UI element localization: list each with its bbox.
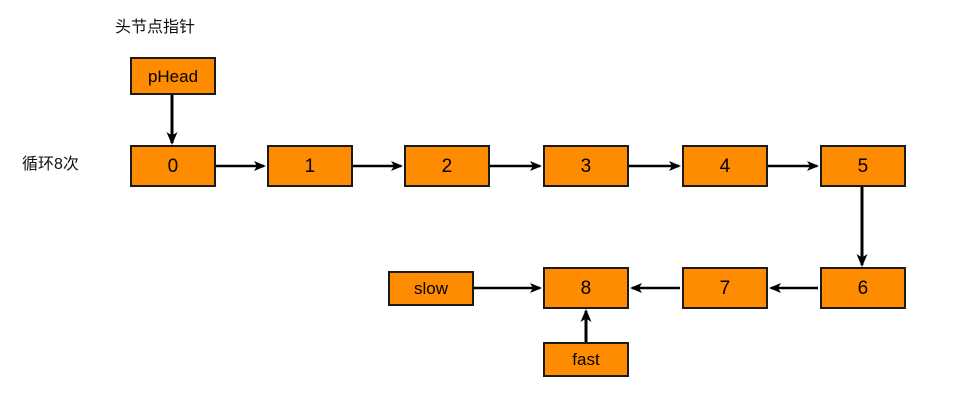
pointer-box-slow[interactable]: slow [388,271,474,306]
list-node-2[interactable]: 2 [404,145,490,187]
list-node-0-label: 0 [167,155,179,177]
pointer-box-phead-label: pHead [147,66,199,86]
list-node-4[interactable]: 4 [682,145,768,187]
pointer-box-fast[interactable]: fast [543,342,629,377]
head-pointer-caption: 头节点指针 [115,19,196,36]
list-node-5[interactable]: 5 [820,145,906,187]
list-node-6[interactable]: 6 [820,267,906,309]
list-node-7[interactable]: 7 [682,267,768,309]
list-node-3-label: 3 [580,155,592,177]
loop-count-caption: 循环8次 [22,156,79,173]
list-node-4-label: 4 [719,155,731,177]
pointer-box-phead[interactable]: pHead [130,57,216,95]
list-node-8-label: 8 [580,277,592,299]
list-node-8[interactable]: 8 [543,267,629,309]
list-node-2-label: 2 [441,155,453,177]
pointer-box-fast-label: fast [572,350,600,369]
list-node-0[interactable]: 0 [130,145,216,187]
list-node-3[interactable]: 3 [543,145,629,187]
list-node-1-label: 1 [304,155,316,177]
pointer-box-slow-label: slow [413,279,448,298]
list-node-1[interactable]: 1 [267,145,353,187]
list-node-7-label: 7 [719,277,731,299]
list-node-6-label: 6 [857,277,869,299]
list-node-5-label: 5 [857,155,869,177]
